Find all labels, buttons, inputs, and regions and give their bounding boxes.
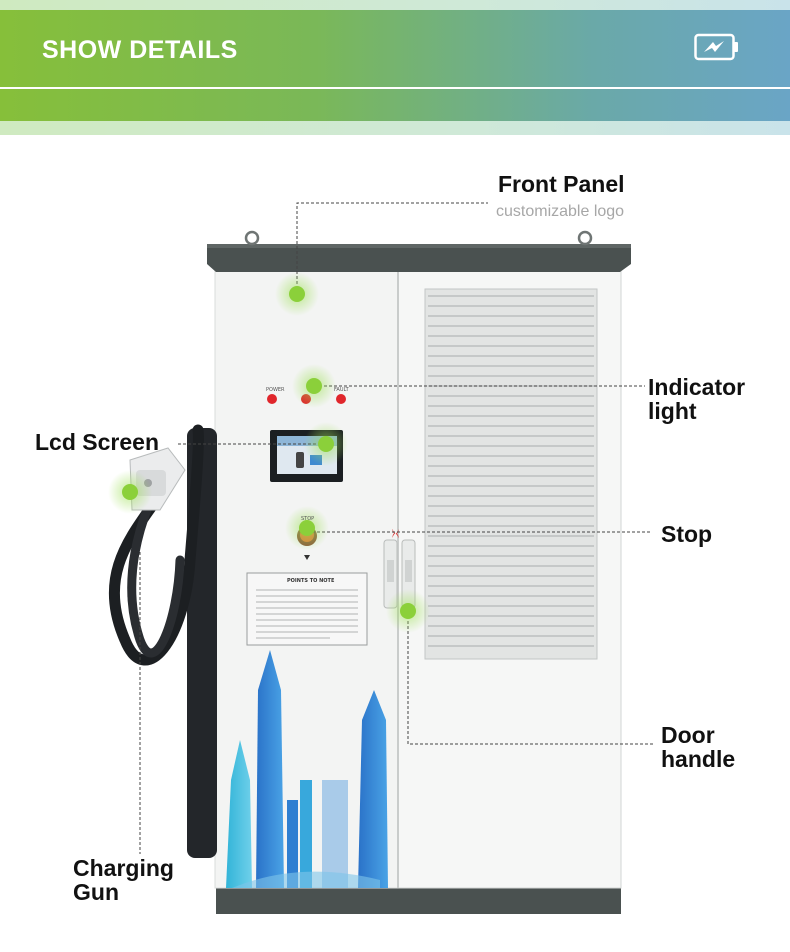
vent-louvers xyxy=(428,295,594,647)
header-bar xyxy=(0,10,790,121)
page-title: SHOW DETAILS xyxy=(42,36,238,64)
door-handle-label: Door handle xyxy=(661,723,735,771)
header-divider xyxy=(0,87,790,89)
svg-text:⧽⧼: ⧽⧼ xyxy=(392,528,400,539)
header-banner: SHOW DETAILS xyxy=(0,0,790,135)
charging-gun-line1: Charging xyxy=(73,855,174,881)
stop-callout-label: Stop xyxy=(661,521,713,547)
power-label: POWER xyxy=(266,387,285,393)
door-handle-line2: handle xyxy=(661,746,736,772)
fault-label: FAULT xyxy=(334,387,350,393)
indicator-light-line2: light xyxy=(648,398,697,424)
door-handle-line1: Door xyxy=(661,722,715,748)
lcd-screen-label: Lcd Screen xyxy=(35,429,159,455)
hotspot-dots xyxy=(108,272,430,633)
charging-gun-label: Charging Gun xyxy=(73,856,174,904)
stop-label: STOP xyxy=(301,516,314,522)
charging-gun-line2: Gun xyxy=(73,879,119,905)
indicator-light-line1: Indicator xyxy=(648,374,746,400)
front-panel-label: Front Panel xyxy=(498,171,625,197)
battery-bolt-icon xyxy=(694,33,738,61)
notice-title: POINTS TO NOTE xyxy=(287,578,335,584)
front-panel-sublabel: customizable logo xyxy=(496,203,625,220)
indicator-light-label: Indicator light xyxy=(648,375,745,423)
